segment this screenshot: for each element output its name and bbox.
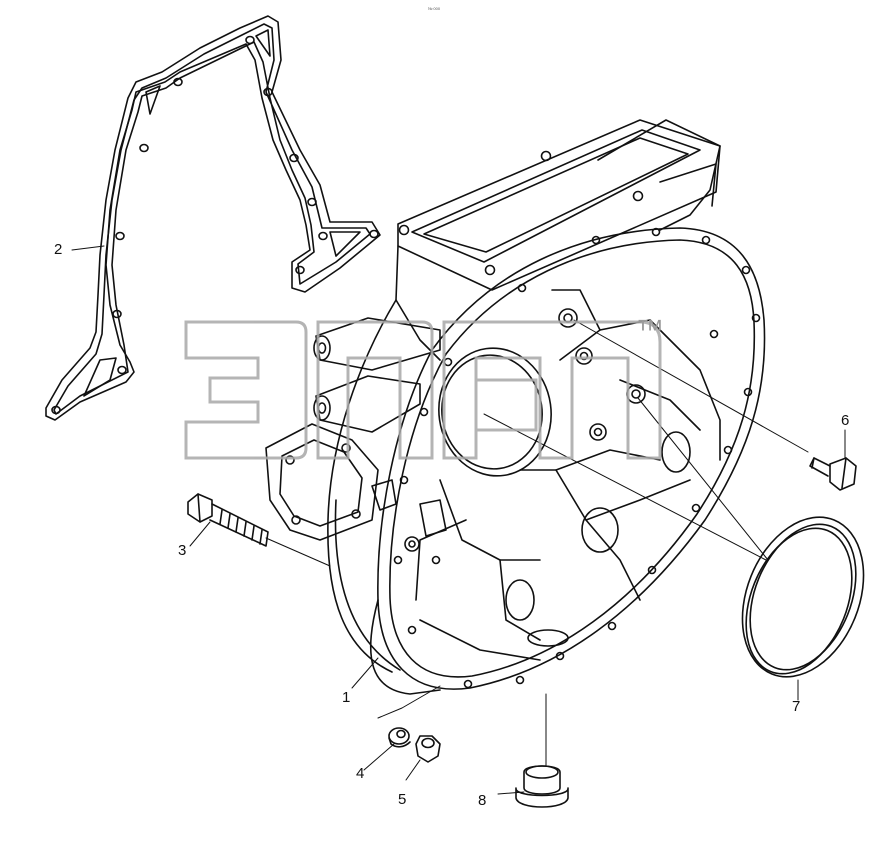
nut-part-5	[415, 735, 441, 763]
callout-3: 3	[178, 542, 187, 559]
o-ring-part-7	[741, 516, 865, 678]
washer-part-4	[388, 727, 411, 748]
leader-lines	[71, 245, 846, 795]
plug-screw-part-6	[809, 457, 857, 491]
corner-mark: № 000	[428, 6, 441, 11]
flywheel-housing	[265, 119, 766, 695]
callout-5: 5	[398, 791, 407, 808]
watermark-trademark: ™	[636, 314, 665, 345]
callout-7: 7	[792, 698, 801, 715]
callout-2: 2	[54, 241, 63, 258]
gasket-part	[45, 15, 381, 421]
callout-6: 6	[841, 412, 850, 429]
watermark-logo	[184, 320, 662, 460]
callout-1: 1	[342, 689, 351, 706]
callout-4: 4	[356, 765, 365, 782]
callout-8: 8	[478, 792, 487, 809]
plug-part-8	[515, 765, 569, 808]
bolt-part-3	[187, 493, 269, 547]
